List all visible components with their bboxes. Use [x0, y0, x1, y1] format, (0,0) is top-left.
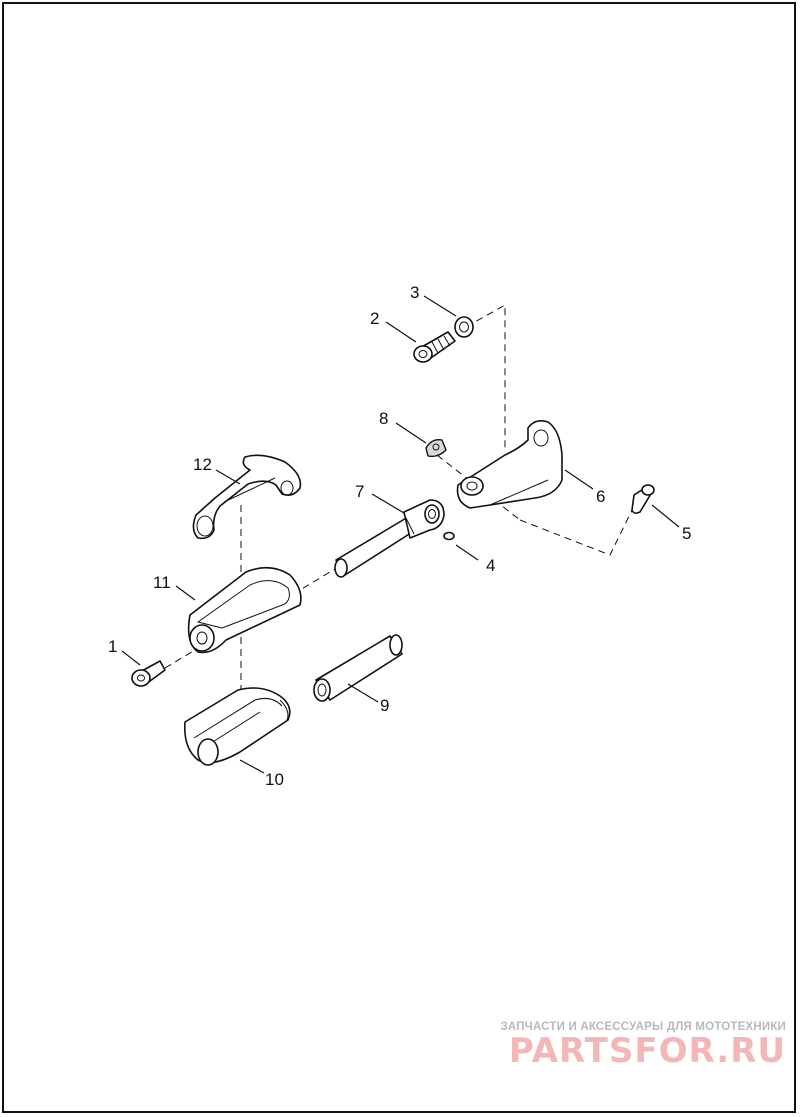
callout-8: 8: [379, 409, 388, 428]
callout-10: 10: [265, 770, 284, 789]
callout-3: 3: [410, 283, 419, 302]
callout-9: 9: [380, 696, 389, 715]
callout-1: 1: [108, 637, 117, 656]
watermark-brand: PARTSFOR.RU: [508, 1031, 786, 1071]
part-6-bracket: [456, 420, 563, 509]
part-4-ring: [443, 531, 455, 541]
leader-lines: [121, 295, 680, 774]
part-11-housing: [187, 566, 302, 654]
callout-2: 2: [370, 309, 379, 328]
callout-labels: 1 2 3 4 5 6 7 8 9 10 11 12: [108, 283, 691, 789]
callout-7: 7: [355, 482, 364, 501]
callout-11: 11: [153, 573, 171, 592]
part-10-pad: [183, 687, 291, 766]
watermark: ЗАПЧАСТИ И АКСЕССУАРЫ ДЛЯ МОТОТЕХНИКИ PA…: [500, 1021, 786, 1069]
part-5-pin: [631, 484, 655, 514]
part-1-screw: [131, 660, 166, 687]
part-9-tube: [313, 634, 403, 702]
callout-6: 6: [596, 487, 605, 506]
callout-5: 5: [682, 524, 691, 543]
part-3-washer: [454, 316, 474, 338]
part-8-clip: [425, 438, 447, 458]
part-12-clip: [192, 454, 302, 540]
callout-12: 12: [193, 455, 212, 474]
part-2-screw: [413, 331, 456, 363]
watermark-tagline: ЗАПЧАСТИ И АКСЕССУАРЫ ДЛЯ МОТОТЕХНИКИ: [500, 1021, 786, 1033]
callout-4: 4: [486, 556, 495, 575]
part-7-shaft: [334, 499, 445, 578]
